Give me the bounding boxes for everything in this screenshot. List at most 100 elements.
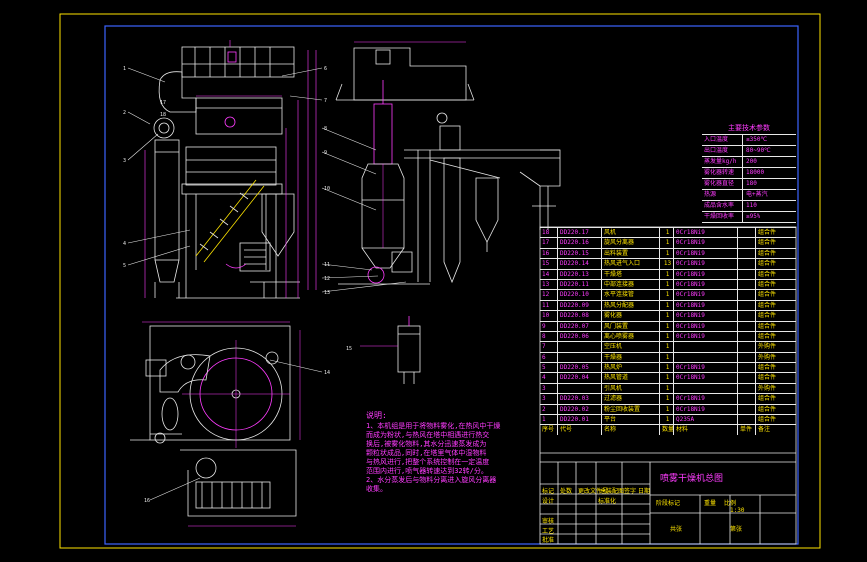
- part-name: 热风分配器: [602, 300, 660, 311]
- leader-number: 14: [324, 370, 330, 376]
- part-unit: [738, 238, 756, 248]
- plan-view: [130, 321, 301, 527]
- tb-label: 第张: [730, 526, 743, 533]
- part-name: 干燥器: [602, 352, 660, 363]
- part-qty: 1: [660, 300, 674, 311]
- part-remark: 组合件: [758, 364, 777, 372]
- part-material: 0Cr18Ni9: [674, 404, 738, 415]
- part-qty: 1: [660, 248, 674, 259]
- spec-value: 18000: [746, 169, 765, 176]
- part-material: 0Cr18Ni9: [674, 300, 738, 311]
- part-no: 15: [540, 259, 558, 269]
- notes-title: 说明:: [366, 411, 387, 420]
- part-qty: 1: [660, 238, 674, 248]
- part-qty: 13: [660, 259, 674, 269]
- part-unit: [738, 279, 756, 290]
- part-remark: 外购件: [758, 384, 777, 392]
- header-remark: 备注: [758, 426, 771, 434]
- tb-label: 处数: [560, 488, 573, 495]
- part-remark: 组合件: [758, 229, 777, 236]
- part-unit: [738, 311, 756, 321]
- leader-lines: [127, 67, 407, 501]
- leader-number: 15: [346, 346, 352, 352]
- spec-key: 雾化器直径: [702, 179, 743, 189]
- part-code: [558, 342, 602, 352]
- leader-number: 3: [123, 158, 126, 164]
- leader-number: 1: [123, 66, 126, 72]
- part-material: [674, 342, 738, 352]
- part-material: 0Cr18Ni9: [674, 373, 738, 383]
- part-qty: 1: [660, 269, 674, 279]
- part-unit: [738, 269, 756, 279]
- part-no: 16: [540, 248, 558, 259]
- part-name: 离心喷雾器: [602, 331, 660, 342]
- table-frame: [539, 226, 797, 545]
- part-code: DD220.02: [558, 404, 602, 415]
- part-no: 13: [540, 279, 558, 290]
- part-qty: 1: [660, 290, 674, 300]
- part-remark: 外购件: [758, 343, 777, 351]
- title-block: 喷雾干燥机总图 标记 处数 更改文件号 签字 日期 设计 标准化 审核 工艺 批…: [540, 453, 796, 544]
- part-remark: 组合件: [758, 249, 777, 257]
- part-name: 旋风分离器: [602, 238, 660, 248]
- part-material: 0Cr18Ni9: [674, 269, 738, 279]
- leader-number: 16: [144, 498, 150, 504]
- part-name: 风门装置: [602, 321, 660, 331]
- part-unit: [738, 363, 756, 373]
- part-no: 4: [540, 373, 558, 383]
- leader-number: 7: [324, 98, 327, 104]
- header-code: 代号: [558, 425, 602, 435]
- part-code: DD220.06: [558, 331, 602, 342]
- header-material: 材料: [674, 425, 738, 435]
- inner-frame: [104, 25, 799, 545]
- part-code: DD220.01: [558, 415, 602, 425]
- part-qty: 1: [660, 342, 674, 352]
- part-qty: 1: [660, 363, 674, 373]
- notes-line: 而成为粉状,与热风在塔中相遇进行热交: [366, 431, 490, 439]
- part-unit: [738, 415, 756, 425]
- leader-number: 17: [160, 100, 166, 106]
- leader-number: 5: [123, 263, 126, 269]
- leader-number: 11: [324, 262, 330, 268]
- part-material: 0Cr18Ni9: [674, 321, 738, 331]
- part-qty: 1: [660, 352, 674, 363]
- header-unit: 单件: [738, 425, 756, 435]
- part-remark: 组合件: [758, 301, 777, 309]
- tb-label: 共张: [670, 526, 683, 533]
- part-unit: [738, 404, 756, 415]
- front-view-left-unit: [144, 40, 300, 299]
- part-no: 5: [540, 363, 558, 373]
- leader-number: 9: [324, 150, 327, 156]
- part-unit: [738, 228, 756, 238]
- part-remark: 组合件: [758, 374, 777, 382]
- part-material: 0Cr18Ni9: [674, 248, 738, 259]
- part-qty: 1: [660, 394, 674, 404]
- front-view-dryer-tower: [307, 41, 561, 290]
- parts-header-row: 序号 代号 名称 数量 材料 单件 备注: [540, 424, 796, 435]
- part-name: 热风炉: [602, 363, 660, 373]
- spec-value: 80~90℃: [746, 147, 771, 154]
- part-no: 7: [540, 342, 558, 352]
- part-name: 出料装置: [602, 248, 660, 259]
- part-remark: 组合件: [758, 416, 777, 424]
- tb-label: 批准: [542, 537, 555, 544]
- part-no: 10: [540, 311, 558, 321]
- spec-row: 入口温度≤350℃: [702, 134, 796, 145]
